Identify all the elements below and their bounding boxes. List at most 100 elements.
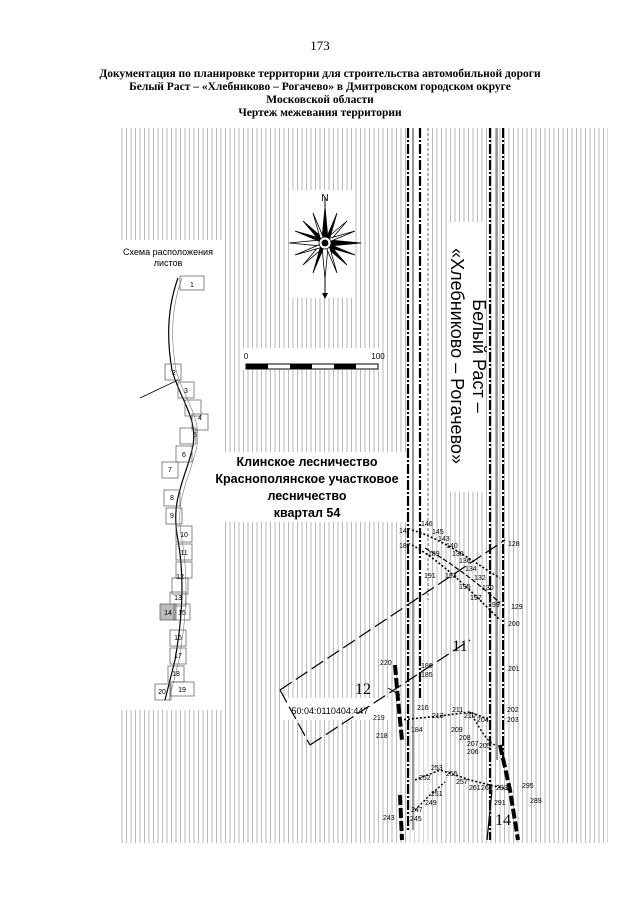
point-label: 197 xyxy=(470,595,482,602)
forest-label-line-1: Клинское лесничество xyxy=(237,455,378,469)
compass-rose xyxy=(288,197,362,299)
road-label-line-2: «Хлебниково – Рогачево» xyxy=(447,248,467,464)
point-label: 132 xyxy=(474,575,486,582)
scale-start: 0 xyxy=(244,352,249,361)
point-label: 145 xyxy=(432,529,444,536)
point-label: 213 xyxy=(432,713,444,720)
point-label: 128 xyxy=(508,541,520,548)
inset-sheet-19: 19 xyxy=(178,687,186,694)
inset-sheet-3: 3 xyxy=(184,388,188,395)
point-label: 263 xyxy=(481,785,493,792)
inset-sheet-16: 16 xyxy=(174,635,182,642)
inset-sheet-20: 20 xyxy=(158,689,166,696)
forest-hatching xyxy=(116,128,608,843)
inset-title-line-1: Схема расположения xyxy=(123,247,213,257)
sheet-layout-inset: Схема расположения листов xyxy=(123,247,213,701)
sheet-number-14: 14 xyxy=(495,812,511,829)
point-label: 205 xyxy=(479,743,491,750)
point-label: 130 xyxy=(482,585,494,592)
inset-sheet-12: 12 xyxy=(176,574,184,581)
point-label: 289 xyxy=(530,798,542,805)
point-label: 252 xyxy=(419,775,431,782)
point-label: 204 xyxy=(477,717,489,724)
point-label: 207 xyxy=(467,741,479,748)
header-line-4: Чертеж межевания территории xyxy=(238,107,402,119)
inset-title-line-2: листов xyxy=(154,258,183,268)
boundary-points: 147 146 145 143 140 138 136 134 132 130 … xyxy=(373,521,542,823)
point-label: 189 xyxy=(428,551,440,558)
point-label: 261 xyxy=(469,785,481,792)
point-label: 184 xyxy=(411,727,423,734)
point-label: 193 xyxy=(445,573,457,580)
point-label: 245 xyxy=(410,816,422,823)
point-label: 210 xyxy=(464,713,476,720)
point-label: 247 xyxy=(411,807,423,814)
inset-sheet-17: 17 xyxy=(174,653,182,660)
inset-sheet-13: 13 xyxy=(174,595,182,602)
point-label: 291 xyxy=(494,800,506,807)
scale-end: 100 xyxy=(371,352,385,361)
road-boundaries xyxy=(279,128,520,841)
point-label: 129 xyxy=(511,604,523,611)
inset-sheet-9: 9 xyxy=(170,513,174,520)
document-header: Документация по планировке территории дл… xyxy=(40,68,600,120)
sheet-number-11: 11 xyxy=(452,638,467,655)
inset-sheet-18: 18 xyxy=(172,671,180,678)
road-label-line-1: Белый Раст – xyxy=(469,299,489,412)
header-line-2: Белый Раст – «Хлебниково – Рогачево» в Д… xyxy=(129,81,511,93)
point-label: 216 xyxy=(417,705,429,712)
point-label: 136 xyxy=(459,558,471,565)
point-label: 251 xyxy=(431,791,443,798)
inset-sheet-14: 14 xyxy=(164,610,172,617)
point-label: 253 xyxy=(431,765,443,772)
forest-label-line-3: лесничество xyxy=(267,489,346,503)
sheet-number-12: 12 xyxy=(355,681,371,698)
page-number: 173 xyxy=(310,38,330,53)
point-label: 185 xyxy=(421,672,433,679)
point-label: 295 xyxy=(522,783,534,790)
point-label: 147 xyxy=(399,528,411,535)
point-label: 143 xyxy=(438,536,450,543)
point-label: 203 xyxy=(507,717,519,724)
point-label: 219 xyxy=(373,715,385,722)
header-line-3: Московской области xyxy=(266,94,374,106)
inset-sheet-7: 7 xyxy=(168,467,172,474)
road-label: Белый Раст – «Хлебниково – Рогачево» xyxy=(447,248,489,464)
inset-sheet-11: 11 xyxy=(180,550,187,557)
point-label: 186 xyxy=(421,663,433,670)
compass-north-label: N xyxy=(321,193,328,204)
inset-sheet-4: 4 xyxy=(198,415,202,422)
inset-sheet-8: 8 xyxy=(170,495,174,502)
point-label: 249 xyxy=(425,800,437,807)
point-label: 209 xyxy=(451,727,463,734)
cadastral-number: 50:04:0110404:447 xyxy=(292,706,369,716)
point-label: 201 xyxy=(508,666,520,673)
point-label: 255 xyxy=(446,771,458,778)
point-label: 187 xyxy=(399,543,411,550)
point-label: 220 xyxy=(380,660,392,667)
inset-sheet-5: 5 xyxy=(193,432,197,439)
point-label: 200 xyxy=(508,621,520,628)
forest-label-line-4: квартал 54 xyxy=(274,506,341,520)
point-label: 134 xyxy=(465,566,477,573)
point-label: 191 xyxy=(424,573,436,580)
point-label: 243 xyxy=(383,815,395,822)
point-label: 140 xyxy=(446,543,458,550)
point-label: 257 xyxy=(456,779,468,786)
inset-sheet-10: 10 xyxy=(180,532,188,539)
point-label: 202 xyxy=(507,707,519,714)
inset-sheet-1: 1 xyxy=(190,282,194,289)
forest-label-line-2: Краснополянское участковое xyxy=(215,472,398,486)
inset-sheet-15: 15 xyxy=(178,610,186,617)
point-label: 195 xyxy=(459,584,471,591)
point-label: 218 xyxy=(376,733,388,740)
inset-sheet-6: 6 xyxy=(182,452,186,459)
point-label: 211 xyxy=(452,707,463,714)
point-label: 208 xyxy=(459,735,471,742)
forest-label: Клинское лесничество Краснополянское уча… xyxy=(215,455,398,520)
scale-bar xyxy=(245,363,379,370)
header-line-1: Документация по планировке территории дл… xyxy=(99,68,541,80)
inset-sheet-2: 2 xyxy=(172,370,176,377)
point-label: 199 xyxy=(488,602,500,609)
